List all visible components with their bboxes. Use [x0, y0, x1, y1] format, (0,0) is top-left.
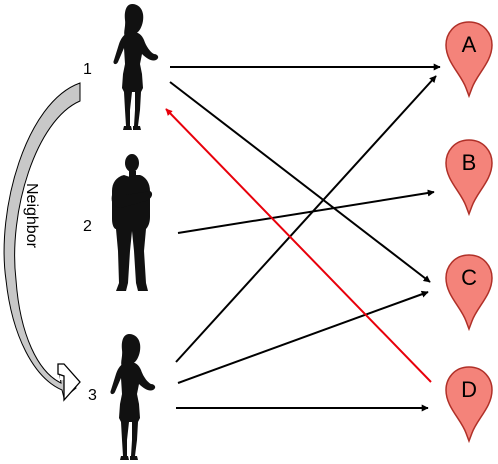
- edge-D-to-1: [165, 108, 432, 383]
- person-1-silhouette-icon: [113, 4, 159, 130]
- location-pins: A B C D: [445, 21, 493, 444]
- person-3-silhouette-icon: [110, 334, 156, 460]
- edge-2-to-B: [177, 189, 435, 234]
- location-pin-d-icon: D: [445, 366, 493, 444]
- edge-1-to-C: [169, 81, 431, 283]
- pin-shape: [445, 21, 493, 99]
- edges: [165, 63, 441, 412]
- person-label-3: 3: [88, 387, 97, 404]
- neighbor-arrow-band: [3, 82, 81, 399]
- location-pin-b-icon: B: [445, 139, 493, 217]
- neighbor-label: Neighbor: [23, 183, 40, 249]
- pin-label-a: A: [462, 32, 477, 57]
- pin-label-b: B: [462, 150, 477, 175]
- location-pin-a-icon: A: [445, 21, 493, 99]
- edge-3-to-A: [175, 75, 437, 363]
- pin-shape: [445, 254, 493, 332]
- pin-shape: [445, 139, 493, 217]
- people: [110, 4, 159, 460]
- person-2-silhouette-icon: [111, 154, 153, 291]
- person-label-2: 2: [83, 218, 92, 235]
- pin-shape: [445, 366, 493, 444]
- edge-3-to-C: [177, 290, 429, 384]
- neighbor-arrow-head: [57, 363, 81, 402]
- pin-label-c: C: [461, 265, 477, 290]
- neighbor-arrow: [3, 82, 81, 402]
- pin-label-d: D: [461, 377, 477, 402]
- location-pin-c-icon: C: [445, 254, 493, 332]
- person-label-1: 1: [83, 61, 92, 78]
